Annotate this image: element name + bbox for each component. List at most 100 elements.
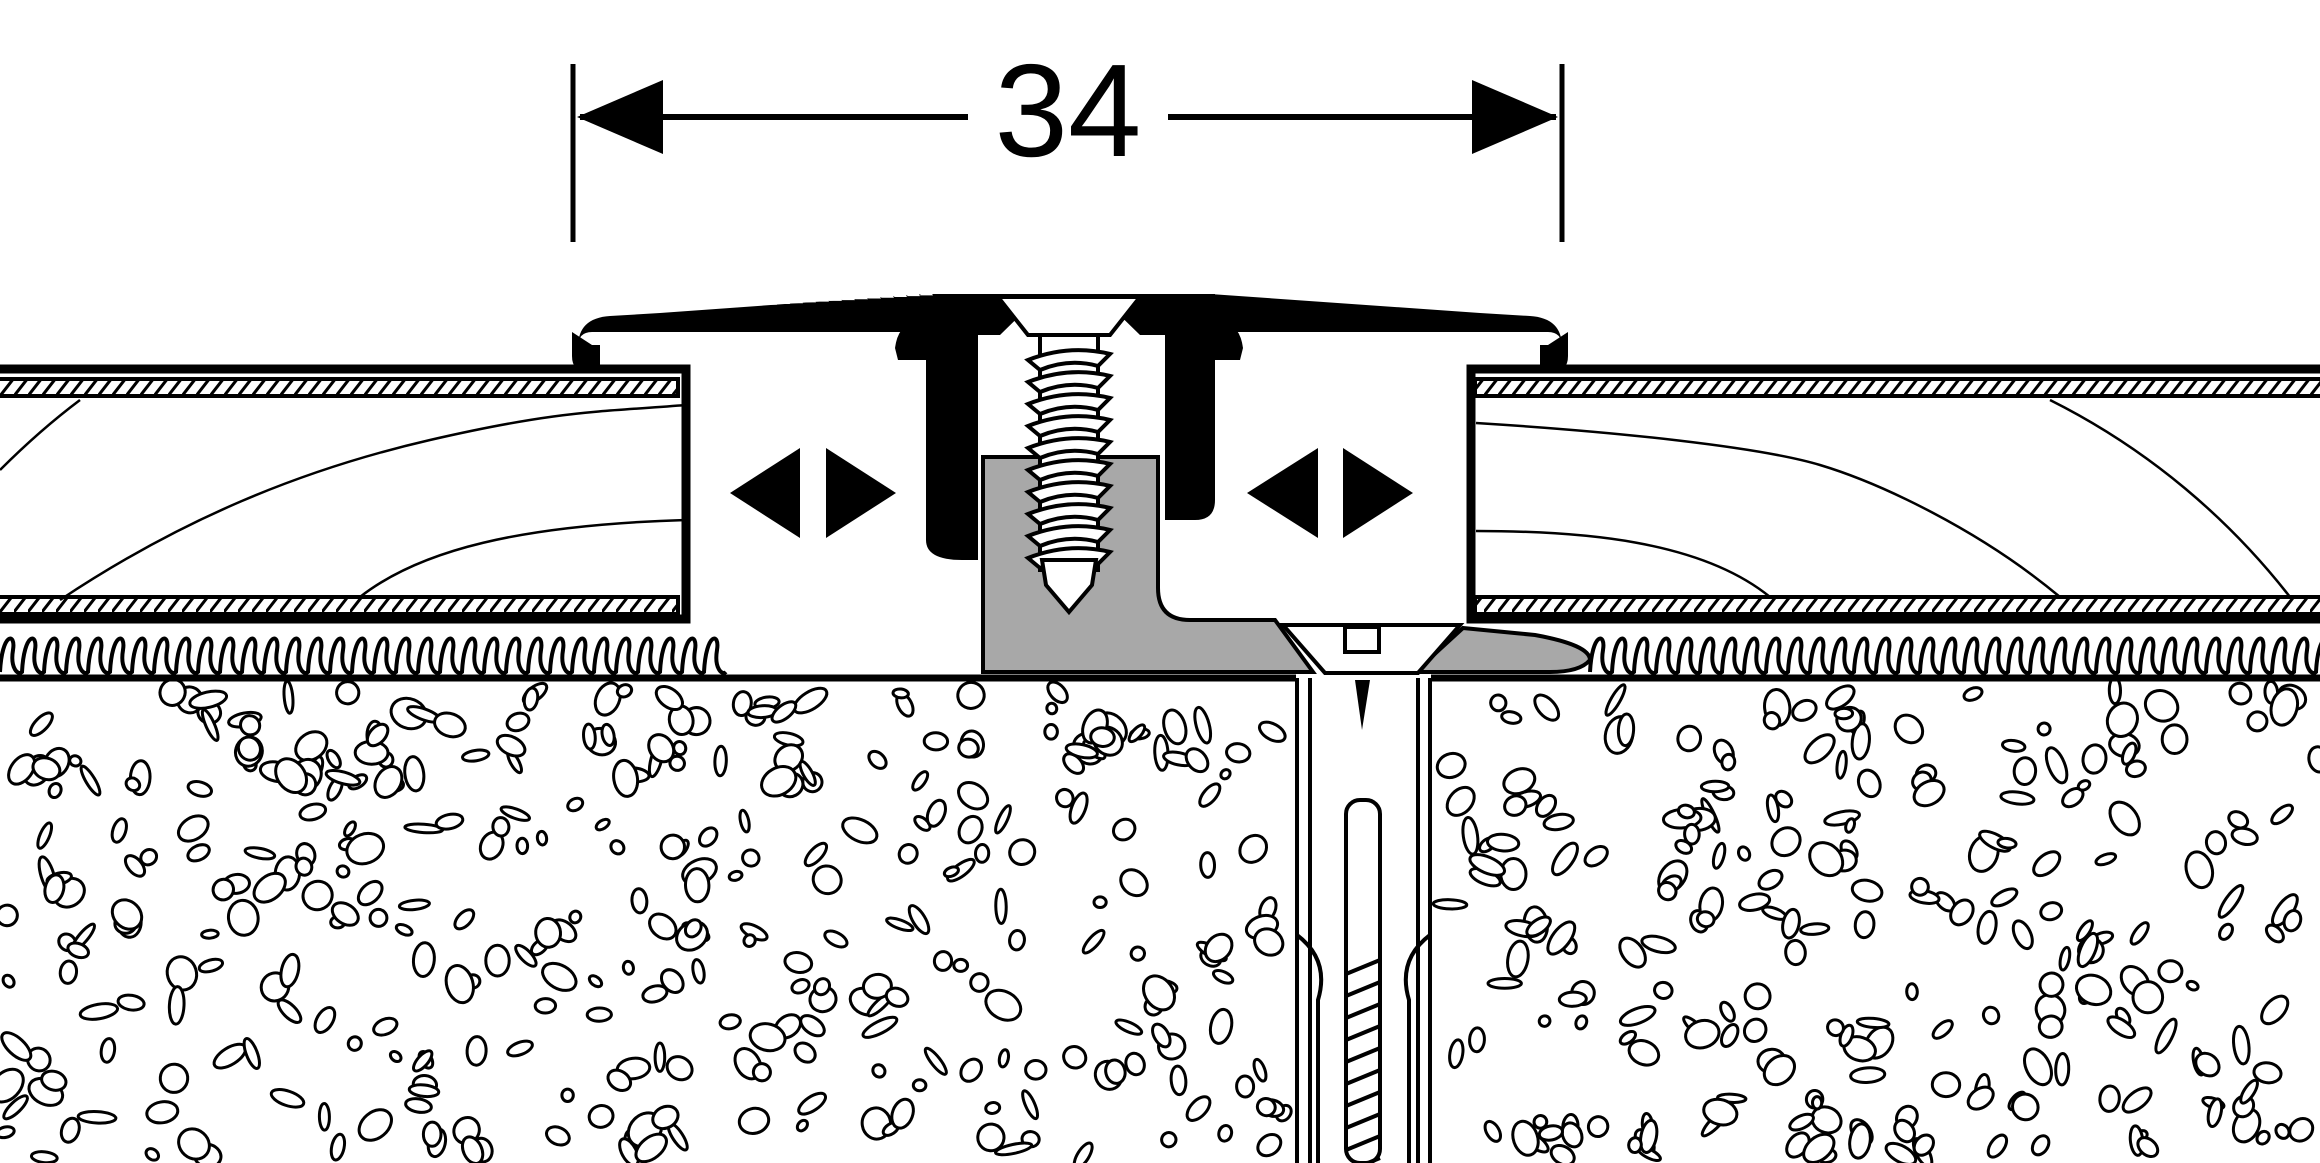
- pebble: [1912, 1133, 1935, 1157]
- pebble: [1537, 1014, 1552, 1028]
- pebble: [1119, 868, 1149, 898]
- pebble: [2058, 945, 2072, 972]
- pebble: [2000, 738, 2027, 753]
- pebble: [1127, 723, 1147, 744]
- pebble: [541, 961, 578, 992]
- pebble: [99, 1037, 117, 1064]
- pebble: [1976, 909, 1998, 945]
- pebble: [2264, 923, 2285, 944]
- pebble: [1604, 683, 1627, 717]
- pebble: [1008, 838, 1037, 867]
- pebble: [1560, 1121, 1584, 1149]
- pebble: [535, 829, 549, 847]
- pebble: [1142, 974, 1176, 1012]
- pebble: [2075, 919, 2094, 943]
- pebble: [1962, 686, 1984, 702]
- pebble: [1111, 817, 1137, 842]
- pebble: [594, 817, 611, 832]
- underlay-right: [1588, 636, 2320, 675]
- pebble: [43, 873, 66, 904]
- pebble: [1788, 1112, 1815, 1132]
- pebble: [2160, 723, 2189, 756]
- pebble: [1169, 1064, 1188, 1097]
- pebble: [1557, 990, 1588, 1008]
- pebble: [40, 1069, 68, 1092]
- pebble: [356, 879, 384, 907]
- pebble: [1502, 767, 1537, 796]
- pebble: [269, 1088, 306, 1109]
- pebble: [587, 1104, 615, 1129]
- pebble: [2218, 922, 2234, 941]
- pebble: [2154, 1017, 2178, 1055]
- pebble: [1618, 1004, 1657, 1027]
- pebble: [1257, 720, 1287, 743]
- pebble: [397, 898, 431, 912]
- pebble: [1930, 1071, 1962, 1099]
- pebble: [1546, 920, 1577, 956]
- pebble: [1199, 851, 1217, 879]
- pebble: [252, 871, 287, 904]
- pebble: [1757, 868, 1784, 891]
- pebble: [1849, 1066, 1887, 1084]
- pebble: [911, 770, 930, 792]
- pebble: [823, 929, 849, 949]
- pebble: [1045, 701, 1059, 716]
- pebble: [1253, 927, 1285, 957]
- pebble: [1485, 832, 1521, 853]
- pebble: [1506, 939, 1530, 979]
- pebble: [2036, 721, 2052, 737]
- pebble: [491, 816, 511, 838]
- pebble: [1640, 934, 1677, 955]
- pebble: [1720, 752, 1737, 772]
- dimension-annotation: 34: [570, 37, 1565, 242]
- pebble: [1999, 790, 2036, 806]
- pebble: [1627, 1136, 1643, 1154]
- pebble: [0, 1125, 16, 1140]
- pebble: [760, 765, 798, 798]
- pebble: [200, 708, 220, 742]
- pebble: [1835, 749, 1848, 780]
- pebble: [2184, 850, 2215, 890]
- pebble: [891, 687, 910, 700]
- pebble: [957, 814, 984, 845]
- pebble: [1255, 1097, 1277, 1118]
- pebble: [165, 955, 199, 992]
- pebble: [1825, 684, 1856, 711]
- pebble: [1235, 1074, 1256, 1099]
- pebble: [2076, 779, 2092, 792]
- pebble: [242, 1037, 261, 1070]
- pebble: [2270, 803, 2294, 826]
- pebble: [798, 760, 817, 787]
- pebble: [1542, 812, 1575, 832]
- pebble: [2204, 830, 2228, 856]
- pebble: [453, 908, 476, 931]
- pebble: [47, 781, 63, 800]
- pebble: [1225, 742, 1252, 764]
- pebble: [2108, 800, 2141, 837]
- pebble: [2230, 826, 2259, 847]
- pebble: [1081, 928, 1106, 955]
- pebble: [515, 836, 530, 856]
- pebble: [2232, 1024, 2251, 1066]
- pebble: [176, 814, 210, 843]
- pebble: [2098, 1084, 2121, 1113]
- pebble: [630, 887, 649, 915]
- pebble: [2227, 810, 2250, 830]
- pebble: [911, 1078, 928, 1093]
- pebble: [313, 1005, 337, 1035]
- pebble: [683, 867, 711, 904]
- pebble: [1435, 751, 1467, 780]
- pebble: [2206, 1097, 2224, 1129]
- pebble: [1808, 841, 1845, 878]
- pebble: [2120, 741, 2138, 766]
- pebble: [68, 754, 83, 768]
- pebble: [2282, 909, 2303, 933]
- pebble: [236, 735, 262, 762]
- pebble: [1534, 793, 1558, 818]
- pebble: [1884, 1141, 1918, 1163]
- pebble: [803, 841, 829, 868]
- pebble: [648, 912, 678, 941]
- pebble: [188, 689, 229, 710]
- pebble: [932, 950, 954, 972]
- pebble: [373, 765, 404, 799]
